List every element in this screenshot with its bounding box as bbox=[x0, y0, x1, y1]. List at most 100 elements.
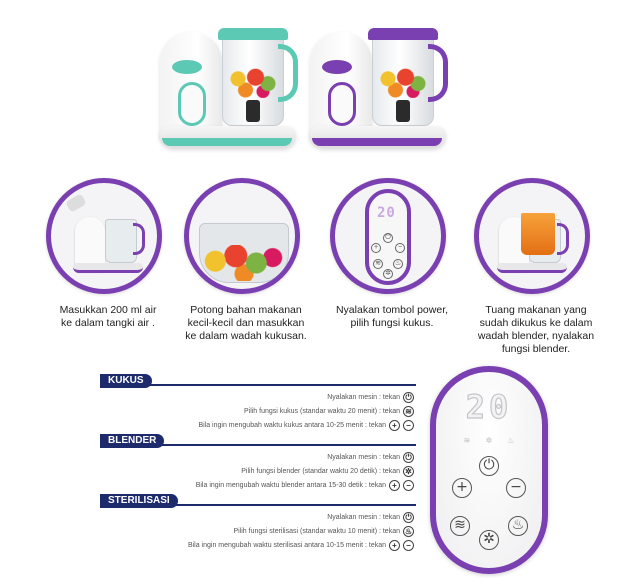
step-3: 20 ⏻ + − ≋ ♨ ✲ Nyalakan tombol power, pi… bbox=[322, 178, 462, 330]
section-divider bbox=[100, 444, 416, 446]
blended-puree bbox=[521, 213, 555, 255]
instruction-row: Nyalakan mesin : tekan ⏻ bbox=[327, 511, 414, 524]
step-1-text: Masukkan 200 ml air ke dalam tangki air … bbox=[38, 304, 178, 330]
device-handle bbox=[278, 44, 298, 102]
mini-handle bbox=[557, 223, 569, 255]
instruction-text: Pilih fungsi kukus (standar waktu 20 men… bbox=[243, 408, 400, 415]
plus-icon: + bbox=[389, 540, 400, 551]
device-control-panel bbox=[328, 82, 356, 126]
mini-sterilize-icon: ♨ bbox=[393, 259, 403, 269]
plus-icon: + bbox=[389, 420, 400, 431]
step-text-line: kecil-kecil dan masukkan bbox=[187, 317, 305, 329]
mini-device bbox=[73, 211, 145, 273]
power-icon: ⏻ bbox=[403, 452, 414, 463]
mini-jar bbox=[105, 219, 137, 263]
blend-mode-indicator-icon: ✲ bbox=[485, 436, 493, 445]
step-1-image bbox=[46, 178, 162, 294]
steam-mode-indicator-icon: ≋ bbox=[463, 436, 471, 445]
chopped-fruit bbox=[203, 245, 285, 281]
section-label: STERILISASI bbox=[100, 494, 178, 508]
step-2-text: Potong bahan makanan kecil-kecil dan mas… bbox=[176, 304, 316, 343]
step-text-line: pilih fungsi kukus. bbox=[350, 317, 434, 329]
device-lid bbox=[218, 28, 288, 40]
instruction-row: Pilih fungsi kukus (standar waktu 20 men… bbox=[244, 405, 414, 418]
instruction-row: Pilih fungsi sterilisasi (standar waktu … bbox=[233, 525, 414, 538]
section-label: BLENDER bbox=[100, 434, 165, 448]
timer-display: 20 bbox=[465, 387, 513, 426]
sterilize-button-icon: ♨ bbox=[508, 516, 528, 536]
device-lid bbox=[368, 28, 438, 40]
instruction-row: Pilih fungsi blender (standar waktu 20 d… bbox=[241, 465, 414, 478]
mini-handle bbox=[133, 223, 145, 255]
plus-icon: + bbox=[389, 480, 400, 491]
power-button-icon: ⏻ bbox=[479, 456, 499, 476]
steam-button-icon: ≋ bbox=[450, 516, 470, 536]
instruction-row: Nyalakan mesin : tekan ⏻ bbox=[327, 451, 414, 464]
product-image-teal bbox=[160, 22, 300, 150]
device-handle bbox=[428, 44, 448, 102]
plus-button-icon: + bbox=[452, 478, 472, 498]
step-text-line: sudah dikukus ke dalam bbox=[479, 317, 593, 329]
step-text-line: Masukkan 200 ml air bbox=[59, 304, 157, 316]
step-text-line: wadah blender, nyalakan bbox=[477, 330, 595, 342]
mini-body bbox=[75, 217, 105, 271]
instruction-text: Bila ingin mengubah waktu sterilisasi an… bbox=[187, 542, 386, 549]
step-text-line: ke dalam wadah kukusan. bbox=[185, 330, 307, 342]
step-text-line: Tuang makanan yang bbox=[485, 304, 587, 316]
mini-base bbox=[73, 263, 143, 273]
mini-display: 20 bbox=[377, 205, 396, 221]
device-base-stripe bbox=[312, 138, 442, 146]
minus-icon: − bbox=[403, 420, 414, 431]
blade-unit bbox=[246, 100, 260, 122]
mini-power-icon: ⏻ bbox=[383, 233, 393, 243]
brand-logo bbox=[322, 60, 352, 74]
mini-control-panel: 20 ⏻ + − ≋ ♨ ✲ bbox=[365, 189, 411, 285]
sterilize-mode-indicator-icon: ♨ bbox=[507, 436, 515, 445]
step-3-text: Nyalakan tombol power, pilih fungsi kuku… bbox=[322, 304, 462, 330]
minus-icon: − bbox=[403, 480, 414, 491]
fruit-contents bbox=[378, 66, 428, 98]
mini-steam-icon: ≋ bbox=[373, 259, 383, 269]
blend-button-icon: ✲ bbox=[479, 530, 499, 550]
instruction-row: Nyalakan mesin : tekan ⏻ bbox=[327, 391, 414, 404]
mini-plus-icon: + bbox=[371, 243, 381, 253]
instruction-text: Pilih fungsi sterilisasi (standar waktu … bbox=[233, 528, 400, 535]
instruction-row: Bila ingin mengubah waktu kukus antara 1… bbox=[198, 419, 414, 432]
instruction-row: Bila ingin mengubah waktu blender antara… bbox=[196, 479, 414, 492]
instruction-text: Bila ingin mengubah waktu kukus antara 1… bbox=[198, 422, 386, 429]
mini-blend-icon: ✲ bbox=[383, 269, 393, 279]
section-divider bbox=[100, 504, 416, 506]
brand-logo bbox=[172, 60, 202, 74]
instruction-text: Nyalakan mesin : tekan bbox=[327, 454, 400, 461]
power-icon: ⏻ bbox=[403, 392, 414, 403]
step-2-image bbox=[184, 178, 300, 294]
steam-icon: ≋ bbox=[403, 406, 414, 417]
sterilize-icon: ♨ bbox=[403, 526, 414, 537]
mini-base bbox=[497, 263, 567, 273]
step-text-line: Potong bahan makanan bbox=[190, 304, 302, 316]
step-text-line: fungsi blender. bbox=[501, 343, 571, 355]
instruction-text: Pilih fungsi blender (standar waktu 20 d… bbox=[241, 468, 400, 475]
blade-unit bbox=[396, 100, 410, 122]
blend-icon: ✲ bbox=[403, 466, 414, 477]
step-4-image bbox=[474, 178, 590, 294]
step-text-line: ke dalam tangki air . bbox=[61, 317, 155, 329]
mini-minus-icon: − bbox=[395, 243, 405, 253]
step-3-image: 20 ⏻ + − ≋ ♨ ✲ bbox=[330, 178, 446, 294]
section-divider bbox=[100, 384, 416, 386]
device-base-stripe bbox=[162, 138, 292, 146]
minus-button-icon: − bbox=[506, 478, 526, 498]
instruction-text: Bila ingin mengubah waktu blender antara… bbox=[195, 482, 386, 489]
control-panel-diagram: 20 ≋ ✲ ♨ ⏻ + − ≋ ♨ ✲ bbox=[430, 366, 548, 574]
instruction-text: Nyalakan mesin : tekan bbox=[327, 394, 400, 401]
device-control-panel bbox=[178, 82, 206, 126]
step-2: Potong bahan makanan kecil-kecil dan mas… bbox=[176, 178, 316, 343]
minus-icon: − bbox=[403, 540, 414, 551]
section-label: KUKUS bbox=[100, 374, 152, 388]
power-icon: ⏻ bbox=[403, 512, 414, 523]
step-4-text: Tuang makanan yang sudah dikukus ke dala… bbox=[466, 304, 606, 356]
water-pour-icon bbox=[65, 193, 87, 213]
step-4: Tuang makanan yang sudah dikukus ke dala… bbox=[466, 178, 606, 356]
step-text-line: Nyalakan tombol power, bbox=[335, 304, 449, 316]
fruit-contents bbox=[228, 66, 278, 98]
